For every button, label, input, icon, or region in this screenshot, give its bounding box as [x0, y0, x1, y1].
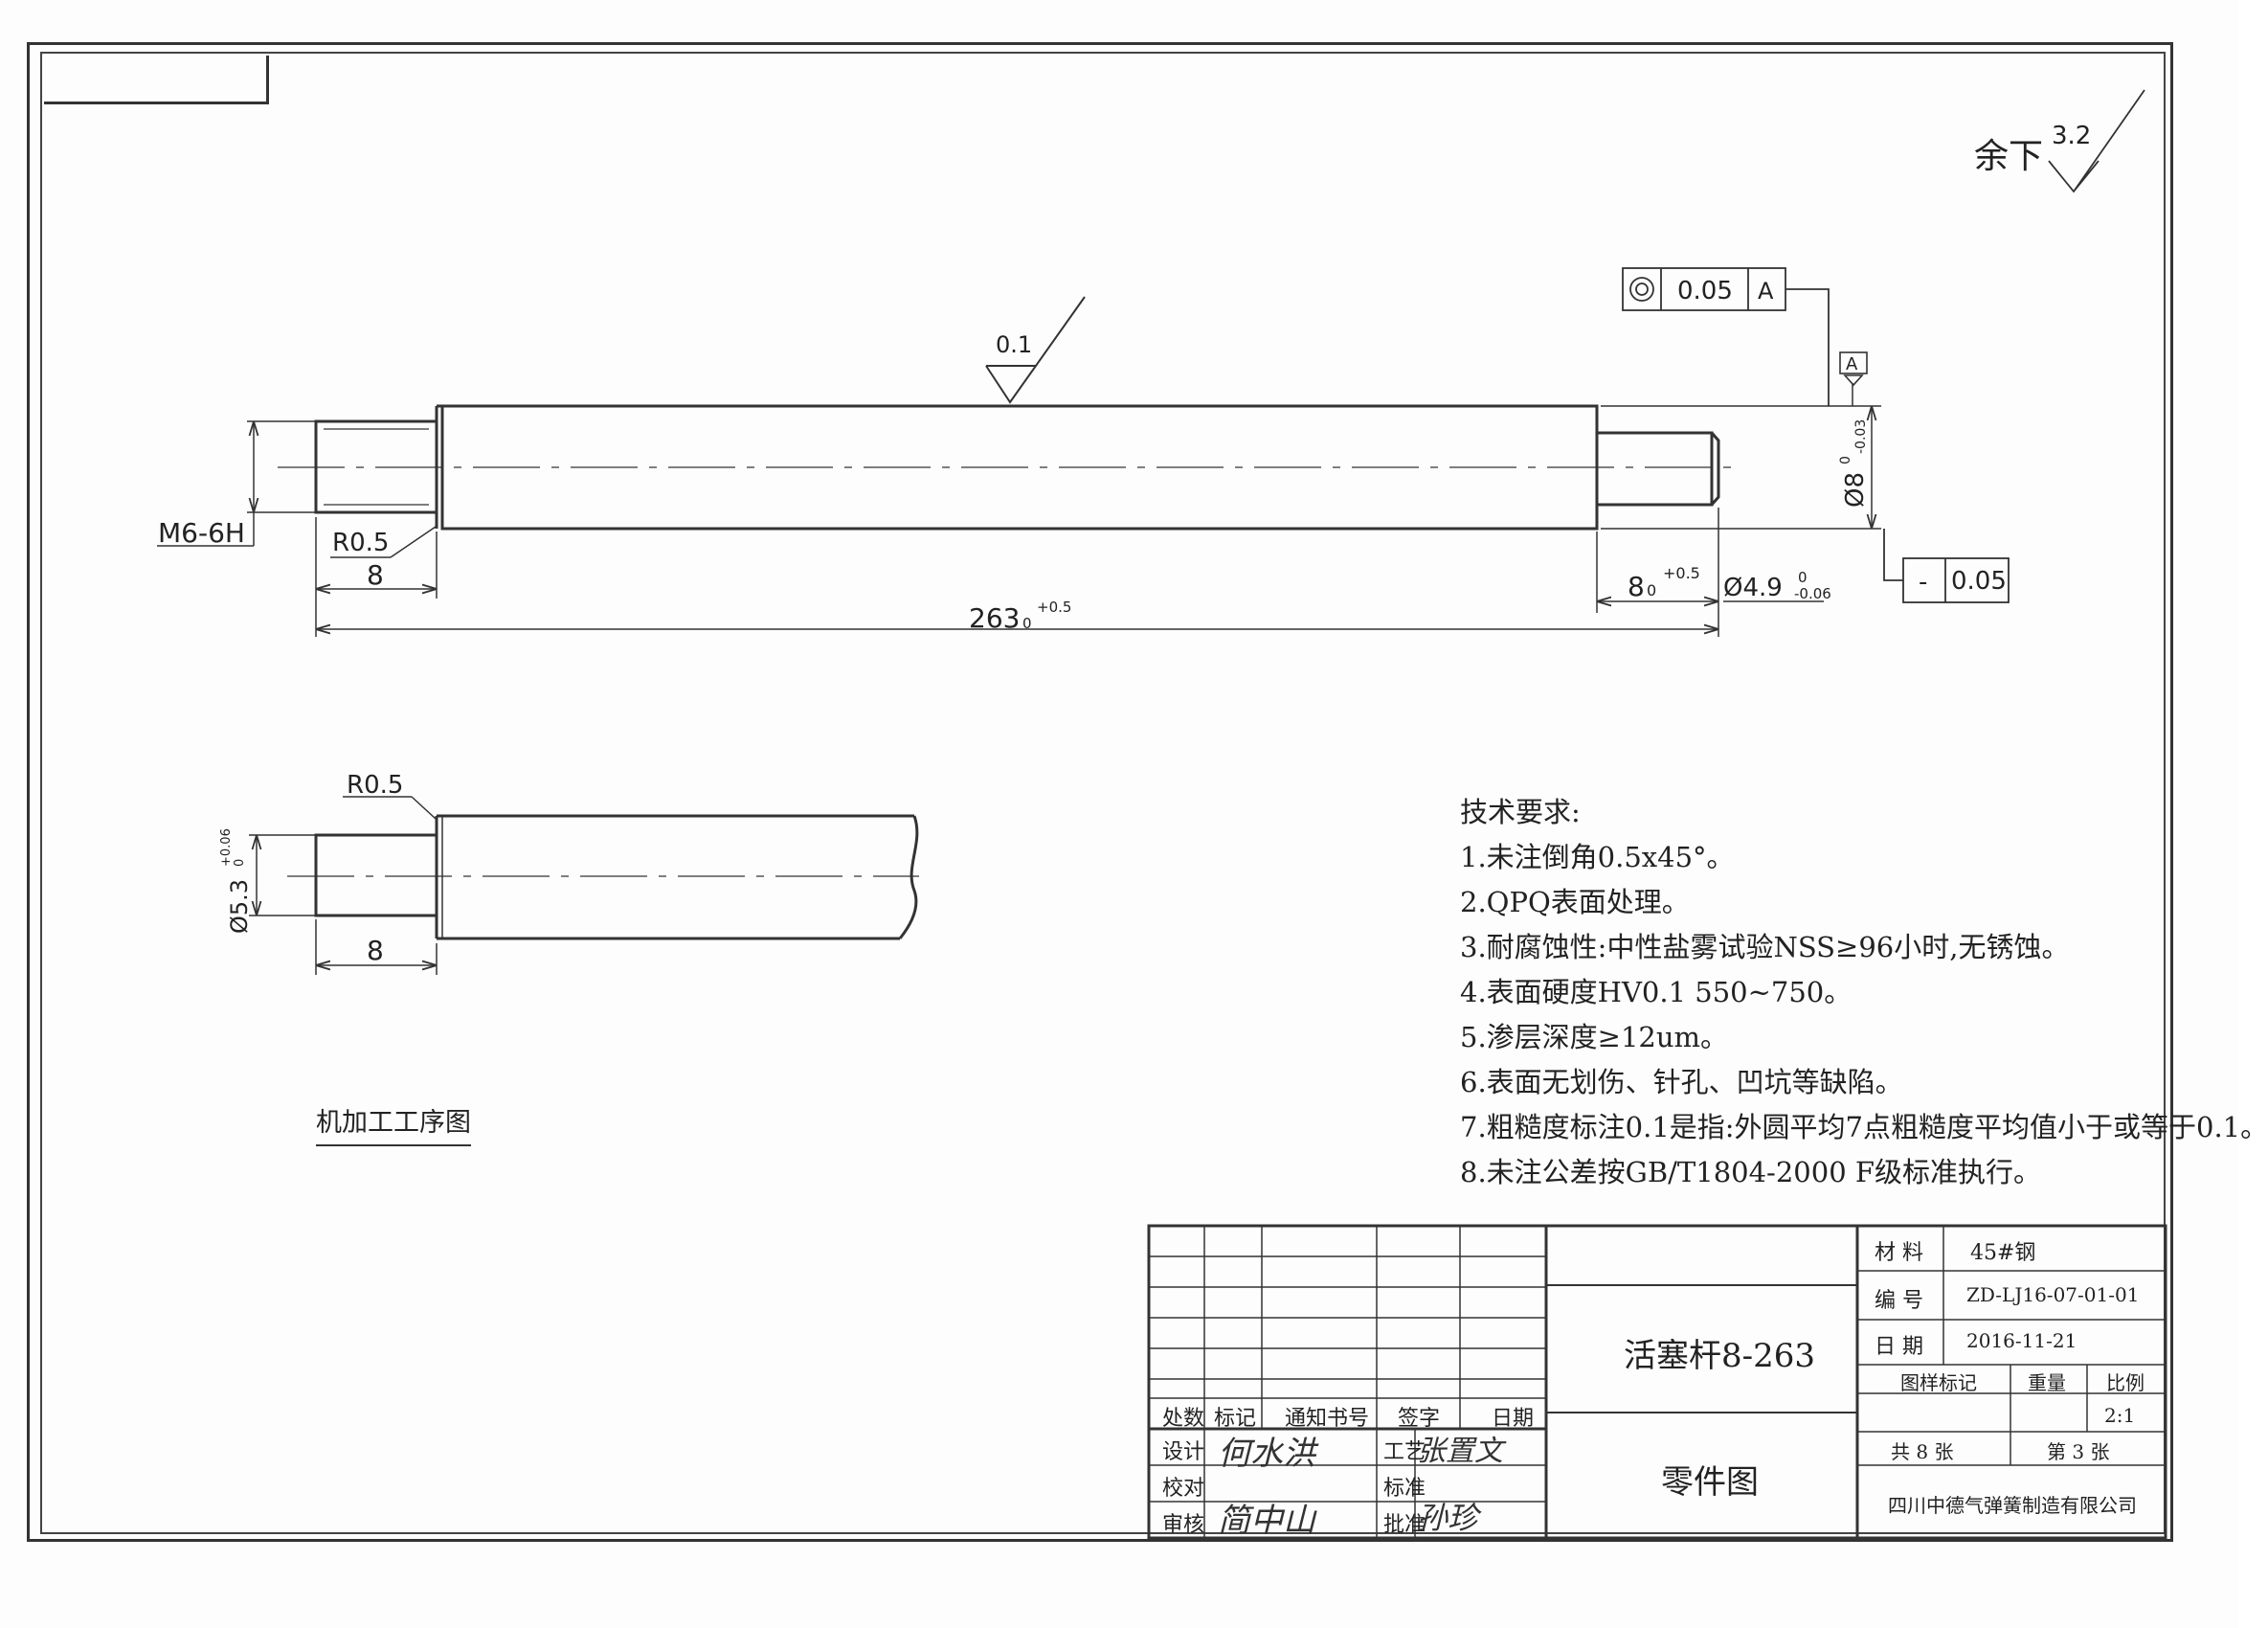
straightness-frame	[1883, 529, 2010, 603]
date-label: 日 期	[1875, 1335, 1923, 1359]
inner-border	[40, 52, 2166, 1534]
fillet-label-left: R0.5	[332, 529, 389, 557]
drawing-type: 零件图	[1661, 1463, 1759, 1502]
right-step-tol-lower: 0	[1647, 581, 1656, 599]
role-standard: 标准	[1383, 1477, 1426, 1501]
tech-requirements-title: 技术要求:	[1460, 796, 1581, 828]
detail-fillet-label: R0.5	[347, 771, 403, 800]
header-count: 处数	[1162, 1407, 1205, 1431]
right-step-dia-value: Ø4.9	[1723, 574, 1783, 602]
tech-item-3: 3.耐腐蚀性:中性盐雾试验NSS≥96小时,无锈蚀。	[1460, 931, 2070, 963]
detail-dia-tol-upper: +0.06	[219, 828, 234, 867]
datum-label: A	[1846, 354, 1858, 374]
role-approve: 批准	[1383, 1513, 1426, 1537]
header-mark: 标记	[1214, 1407, 1257, 1431]
detail-length-value: 8	[367, 935, 384, 966]
main-roughness-value: 0.1	[996, 331, 1032, 358]
tech-item-2: 2.QPQ表面处理。	[1460, 886, 1690, 918]
signature-process: 张置文	[1417, 1435, 1503, 1468]
signature-approve: 孙珍	[1417, 1500, 1479, 1536]
detail-length-dimension	[315, 919, 438, 975]
tech-item-4: 4.表面硬度HV0.1 550~750。	[1460, 976, 1853, 1008]
date-value: 2016-11-21	[1966, 1329, 2077, 1352]
tech-item-8: 8.未注公差按GB/T1804-2000 F级标准执行。	[1460, 1156, 2042, 1188]
header-sign: 签字	[1398, 1407, 1441, 1431]
fillet-leader-left	[330, 526, 437, 558]
role-check: 校对	[1162, 1477, 1205, 1501]
straightness-symbol: -	[1919, 568, 1927, 597]
right-step-section	[1595, 431, 1714, 507]
datum-feature	[1839, 351, 1868, 387]
main-roughness-symbol: 0.1	[985, 296, 1086, 404]
part-name: 活塞杆8-263	[1624, 1337, 1816, 1375]
tech-item-6: 6.表面无划伤、针孔、凹坑等缺陷。	[1460, 1066, 1903, 1098]
material-label: 材 料	[1875, 1241, 1923, 1265]
sheets-total: 共 8 张	[1891, 1440, 1954, 1463]
sheet-number: 第 3 张	[2047, 1440, 2110, 1463]
main-dia-tol-lower: -0.03	[1853, 419, 1869, 454]
overall-length-tol-upper: +0.5	[1037, 599, 1071, 616]
detail-view-rod	[314, 814, 919, 940]
corner-box	[44, 56, 269, 104]
main-dia-tol-upper: 0	[1838, 456, 1853, 464]
thread-length-dimension	[315, 517, 438, 637]
straightness-value: 0.05	[1951, 567, 2007, 596]
detail-dia-value: Ø5.3	[226, 879, 253, 934]
detail-dia-tol-lower: 0	[233, 859, 247, 867]
role-review: 审核	[1162, 1513, 1205, 1537]
coaxiality-value: 0.05	[1677, 277, 1733, 305]
tech-item-7: 7.粗糙度标注0.1是指:外圆平均7点粗糙度平均值小于或等于0.1。	[1460, 1111, 2268, 1143]
right-step-length-value: 8	[1628, 571, 1645, 602]
coaxiality-datum: A	[1758, 278, 1774, 305]
process-title: 机加工工序图	[316, 1101, 471, 1146]
coaxiality-frame	[1622, 267, 1830, 406]
general-roughness-label: 余下	[1974, 137, 2043, 176]
thread-length-value: 8	[367, 559, 384, 591]
overall-length-value: 263	[969, 602, 1020, 634]
number-value: ZD-LJ16-07-01-01	[1966, 1283, 2140, 1306]
scale-label: 比例	[2106, 1371, 2144, 1394]
weight-label: 重量	[2028, 1371, 2066, 1394]
header-notice: 通知书号	[1285, 1407, 1370, 1431]
right-step-dia-tol-lower: -0.06	[1794, 585, 1831, 602]
detail-fillet-leader	[343, 796, 437, 820]
scale-value: 2:1	[2104, 1404, 2136, 1427]
signature-review: 简中山	[1218, 1502, 1315, 1540]
main-dia-dimension	[1601, 383, 1881, 530]
overall-length-tol-lower: 0	[1022, 615, 1032, 632]
right-step-tol-upper: +0.5	[1663, 564, 1700, 582]
main-dia-value: Ø8	[1841, 472, 1870, 508]
tech-requirements: 技术要求: 1.未注倒角0.5x45°。 2.QPQ表面处理。 3.耐腐蚀性:中…	[1460, 790, 2268, 1195]
company-name: 四川中德气弹簧制造有限公司	[1888, 1494, 2137, 1517]
role-process: 工艺	[1383, 1440, 1426, 1464]
number-label: 编 号	[1875, 1289, 1923, 1313]
right-step-length-dimension	[1596, 531, 1718, 613]
thread-label: M6-6H	[158, 517, 245, 549]
tech-item-1: 1.未注倒角0.5x45°。	[1460, 841, 1735, 873]
role-design: 设计	[1162, 1440, 1205, 1464]
material-value: 45#钢	[1970, 1241, 2036, 1265]
general-roughness-symbol: 余下 3.2	[1974, 89, 2145, 193]
right-step-dia-tol-upper: 0	[1798, 569, 1808, 586]
mark-label: 图样标记	[1900, 1371, 1977, 1394]
general-roughness-value: 3.2	[2052, 122, 2091, 150]
detail-dia-dimension	[249, 834, 316, 916]
title-block-grid	[1147, 1224, 2167, 1540]
outer-border	[27, 42, 2173, 1542]
tech-item-5: 5.渗层深度≥12um。	[1460, 1021, 1729, 1053]
signature-design: 何水洪	[1218, 1435, 1315, 1473]
thread-dimension	[157, 420, 316, 547]
header-date: 日期	[1492, 1407, 1535, 1431]
